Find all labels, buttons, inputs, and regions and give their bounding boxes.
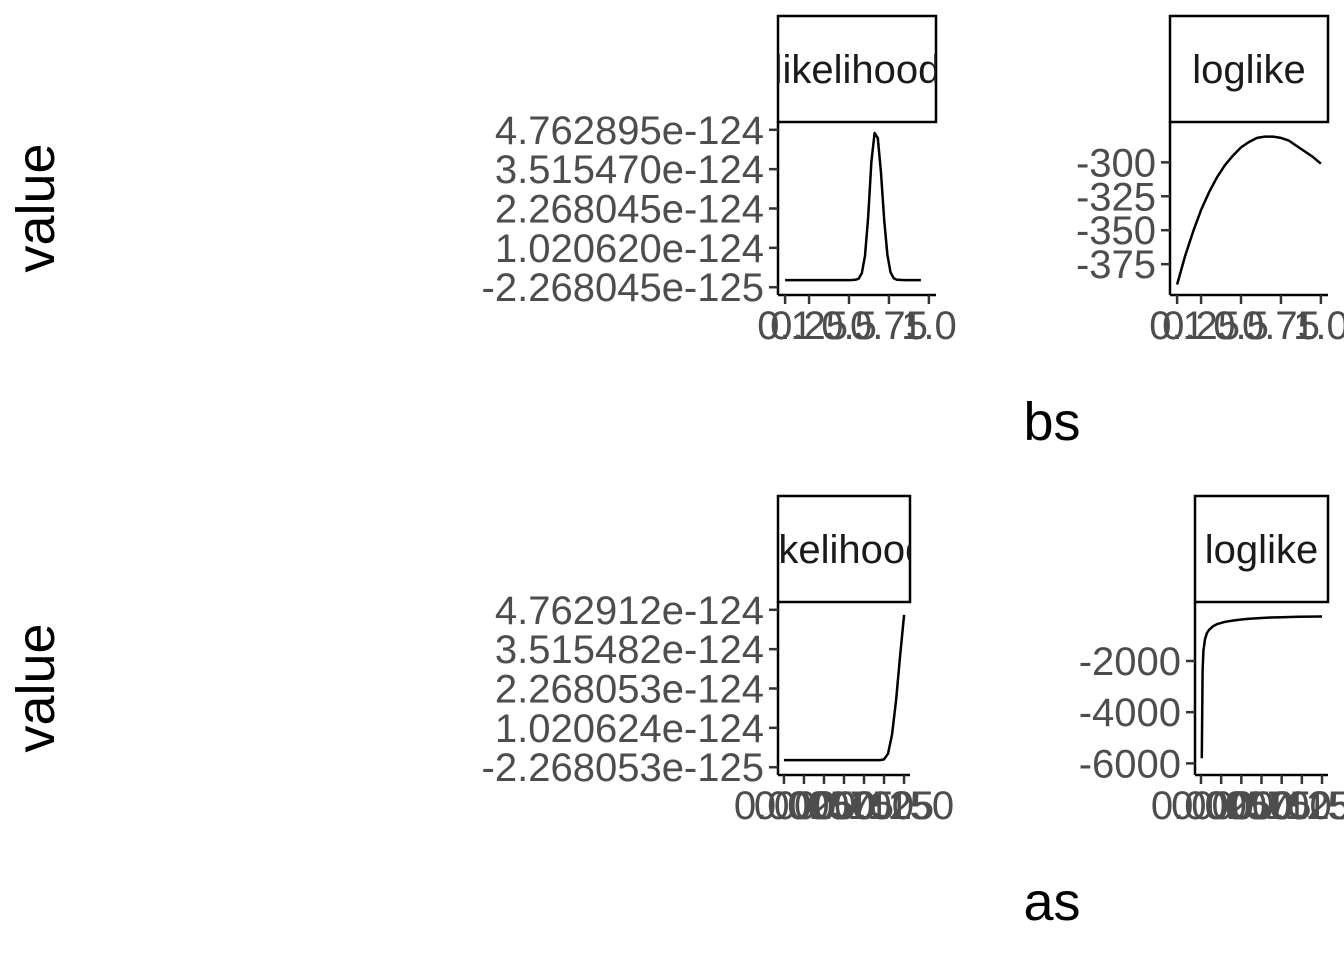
x-axis-title-bottom: as	[1023, 872, 1080, 932]
panel-r1-loglike: loglike -375-350-325-300 0.10.250.50.751.0	[1076, 14, 1344, 348]
strip-label-r2-likelihood: likelihood	[761, 528, 928, 572]
x-tick-label-r2-likelihood-3: 0.075	[794, 784, 894, 828]
x-tick-label-r1-loglike-0: 0.1	[1149, 304, 1205, 348]
x-tick-label-r2-loglike-4: 0.100	[1232, 784, 1332, 828]
x-tick-label-r2-loglike-0: 0.000	[1151, 784, 1251, 828]
series-line-r2-loglike-0	[1200, 615, 1323, 759]
x-tick-label-r2-likelihood-2: 0.050	[774, 784, 874, 828]
x-tick-label-r2-likelihood-5: 0.125	[834, 784, 934, 828]
x-tick-label-r1-loglike-1: 0.25	[1162, 304, 1240, 348]
series-line-r1-loglike-0	[1175, 135, 1322, 285]
strip-label-r2-loglike: loglike	[1205, 528, 1318, 572]
x-tick-label-r2-loglike-1: 0.025	[1171, 784, 1271, 828]
strip-box-r2-loglike	[1193, 494, 1330, 604]
y-tick-label-r2-loglike-1: -4000	[1079, 691, 1181, 735]
y-axis-title-bottom: value	[6, 623, 66, 752]
x-tick-label-r2-likelihood-0: 0.000	[734, 784, 834, 828]
y-tick-label-r1-likelihood-4: 4.762895e-124	[495, 109, 764, 153]
y-tick-label-r1-likelihood-2: 2.268045e-124	[495, 188, 764, 232]
x-tick-label-r2-loglike-6: 0.150	[1272, 784, 1344, 828]
series-line-r2-likelihood-0	[783, 614, 906, 762]
y-tick-label-r2-likelihood-0: -2.268053e-125	[482, 746, 764, 790]
y-axis-title-top: value	[6, 143, 66, 272]
panel-r2-likelihood: likelihood -2.268053e-1251.020624e-1242.2…	[482, 494, 954, 828]
x-tick-label-r1-loglike-4: 1.0	[1293, 304, 1344, 348]
y-tick-label-r1-likelihood-3: 3.515470e-124	[495, 148, 764, 192]
panel-r1-likelihood: likelihood -2.268045e-1251.020620e-1242.2…	[482, 14, 957, 348]
strip-label-r1-loglike: loglike	[1192, 48, 1305, 92]
y-tick-label-r1-loglike-3: -300	[1076, 141, 1156, 185]
y-tick-label-r2-likelihood-1: 1.020624e-124	[495, 707, 764, 751]
y-tick-label-r2-likelihood-3: 3.515482e-124	[495, 628, 764, 672]
y-tick-label-r2-loglike-2: -2000	[1079, 640, 1181, 684]
y-tick-label-r1-loglike-0: -375	[1076, 243, 1156, 287]
x-tick-label-r1-loglike-2: 0.5	[1213, 304, 1269, 348]
x-tick-label-r2-loglike-5: 0.125	[1252, 784, 1344, 828]
x-tick-label-r1-likelihood-2: 0.5	[821, 304, 877, 348]
strip-label-r1-likelihood: likelihood	[774, 48, 941, 92]
y-tick-label-r1-likelihood-0: -2.268045e-125	[482, 266, 764, 310]
x-tick-label-r2-likelihood-1: 0.025	[754, 784, 854, 828]
y-tick-label-r1-likelihood-1: 1.020620e-124	[495, 227, 764, 271]
y-tick-label-r2-likelihood-4: 4.762912e-124	[495, 589, 764, 633]
x-tick-label-r1-likelihood-1: 0.25	[770, 304, 848, 348]
x-tick-label-r1-likelihood-4: 1.0	[901, 304, 957, 348]
strip-box-r2-likelihood	[776, 494, 912, 604]
y-tick-label-r1-loglike-1: -350	[1076, 209, 1156, 253]
y-tick-label-r2-loglike-0: -6000	[1079, 742, 1181, 786]
x-tick-label-r1-likelihood-0: 0.1	[757, 304, 813, 348]
strip-box-r1-loglike	[1168, 14, 1330, 124]
series-line-r1-likelihood-0	[785, 131, 921, 282]
x-tick-label-r2-loglike-2: 0.050	[1191, 784, 1291, 828]
panel-r2-loglike: loglike -6000 -4000 -2000 0.0000.0250.0500.0…	[1079, 494, 1344, 828]
y-tick-label-r2-likelihood-2: 2.268053e-124	[495, 668, 764, 712]
strip-box-r1-likelihood	[776, 14, 938, 124]
x-axis-title-top: bs	[1023, 392, 1080, 452]
x-tick-label-r2-likelihood-4: 0.100	[814, 784, 914, 828]
x-tick-label-r1-likelihood-3: 0.75	[850, 304, 928, 348]
x-tick-label-r2-loglike-3: 0.075	[1211, 784, 1311, 828]
x-tick-label-r2-likelihood-6: 0.150	[854, 784, 954, 828]
x-tick-label-r1-loglike-3: 0.75	[1242, 304, 1320, 348]
y-tick-label-r1-loglike-2: -325	[1076, 175, 1156, 219]
